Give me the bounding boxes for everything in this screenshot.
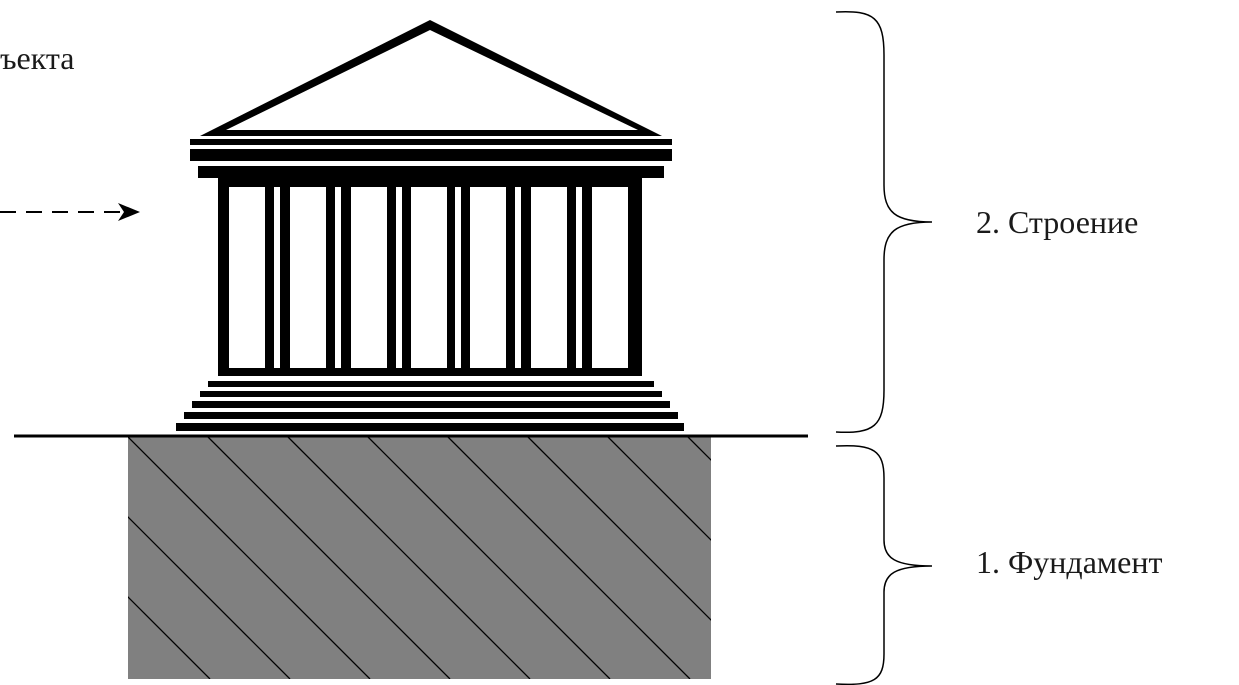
- dashed-arrow-right-icon: [0, 203, 140, 221]
- foundation-hatching: [128, 437, 711, 679]
- temple-column-gaps: [274, 187, 582, 368]
- temple-step-3: [192, 401, 670, 408]
- curly-brace-right-icon: [835, 444, 933, 685]
- classical-temple-icon: [176, 20, 684, 431]
- foundation-block: [128, 437, 711, 679]
- building-label: 2. Строение: [976, 204, 1139, 240]
- column: [531, 187, 567, 368]
- temple-architrave: [190, 149, 672, 161]
- temple-columns: [229, 187, 628, 368]
- curly-brace-right-icon: [835, 10, 933, 434]
- column: [592, 187, 628, 368]
- column: [411, 187, 447, 368]
- temple-step-2: [200, 391, 662, 397]
- temple-cornice: [190, 139, 672, 145]
- temple-step-5: [176, 423, 684, 431]
- column: [351, 187, 387, 368]
- object-label-fragment: ъекта: [0, 40, 75, 76]
- foundation-label: 1. Фундамент: [976, 544, 1163, 580]
- column: [229, 187, 265, 368]
- foundation-fill: [128, 437, 711, 679]
- temple-frieze: [198, 166, 664, 178]
- temple-step-1: [208, 381, 654, 387]
- column: [290, 187, 326, 368]
- temple-step-4: [184, 412, 678, 419]
- temple-pediment-inner: [226, 30, 638, 130]
- column: [470, 187, 506, 368]
